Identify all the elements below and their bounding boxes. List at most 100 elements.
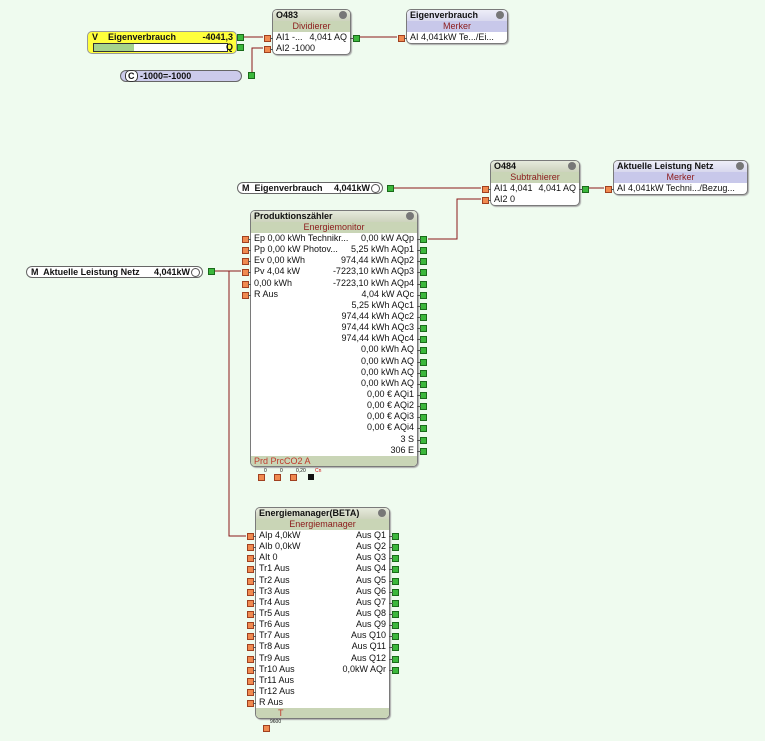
output-pin[interactable] <box>417 302 427 310</box>
info-icon[interactable] <box>371 184 380 193</box>
info-icon[interactable] <box>406 212 414 220</box>
input-pin[interactable] <box>247 610 256 618</box>
output-pin[interactable] <box>389 544 399 552</box>
output-pin[interactable] <box>417 269 427 277</box>
input-pin[interactable] <box>242 247 251 255</box>
input-pin[interactable] <box>398 35 407 42</box>
input-pin[interactable] <box>264 46 273 54</box>
input-pin[interactable] <box>247 544 256 552</box>
input-pin[interactable] <box>482 197 491 205</box>
output-pin[interactable] <box>417 380 427 388</box>
input-pin[interactable] <box>242 258 251 266</box>
output-pin[interactable] <box>389 533 399 540</box>
output-pin[interactable] <box>417 325 427 333</box>
output-pin[interactable] <box>417 258 427 266</box>
input-pin[interactable] <box>242 280 251 288</box>
info-icon[interactable] <box>378 509 386 517</box>
param-pin-active[interactable] <box>308 474 314 480</box>
output-pin[interactable] <box>417 414 427 422</box>
output-pin[interactable] <box>389 566 399 574</box>
output-pin[interactable] <box>417 447 427 455</box>
output-pin[interactable] <box>389 622 399 630</box>
input-pin[interactable] <box>247 655 256 663</box>
input-pin[interactable] <box>247 555 256 563</box>
output-label: Aus Q5 <box>355 574 386 585</box>
output-pin[interactable] <box>389 555 399 563</box>
input-pin[interactable] <box>247 700 256 708</box>
input-pin[interactable] <box>247 644 256 652</box>
output-label: Aus Q12 <box>350 652 386 663</box>
output-pin[interactable] <box>389 633 399 641</box>
info-icon[interactable] <box>191 268 200 277</box>
input-pin[interactable] <box>247 688 256 696</box>
input-pin[interactable] <box>247 622 256 630</box>
input-pin[interactable] <box>247 633 256 641</box>
block-row: AI 4,041kW Techni.../Bezug... <box>605 183 747 194</box>
output-pin[interactable] <box>389 666 399 674</box>
memory-aktuelle-leistung-netz[interactable]: M Aktuelle Leistung Netz 4,041kW <box>26 266 203 278</box>
input-label: Tr6 Aus <box>259 619 290 630</box>
input-pin[interactable] <box>605 186 614 193</box>
virtual-input-eigenverbrauch[interactable]: V Eigenverbrauch -4041,3 Q <box>87 31 237 54</box>
output-pin[interactable] <box>417 236 427 243</box>
input-pin[interactable] <box>247 588 256 596</box>
info-icon[interactable] <box>339 11 347 19</box>
input-pin[interactable] <box>242 269 251 277</box>
output-pin[interactable] <box>389 588 399 596</box>
input-pin[interactable] <box>264 35 273 42</box>
input-pin[interactable] <box>247 577 256 585</box>
input-pin[interactable] <box>242 291 251 299</box>
input-pin[interactable] <box>247 677 256 685</box>
input-pin[interactable] <box>247 666 256 674</box>
output-pin[interactable] <box>417 358 427 366</box>
info-icon[interactable] <box>496 11 504 19</box>
output-pin[interactable] <box>417 313 427 321</box>
output-pin[interactable] <box>417 369 427 377</box>
level-bar[interactable] <box>93 43 228 52</box>
block-title: Eigenverbrauch <box>410 10 479 20</box>
memory-eigenverbrauch[interactable]: M Eigenverbrauch 4,041kW <box>237 182 383 194</box>
output-pin[interactable] <box>417 403 427 411</box>
param-pin[interactable] <box>290 474 297 481</box>
input-pin[interactable] <box>242 236 251 243</box>
param-pin[interactable] <box>263 725 270 732</box>
param-pin[interactable] <box>274 474 281 481</box>
output-pin[interactable] <box>237 44 244 51</box>
output-pin[interactable] <box>417 280 427 288</box>
output-pin[interactable] <box>387 185 394 192</box>
output-pin[interactable] <box>389 599 399 607</box>
param-pin[interactable] <box>258 474 265 481</box>
output-pin[interactable] <box>208 268 215 275</box>
output-pin[interactable] <box>237 34 244 41</box>
output-pin[interactable] <box>417 425 427 433</box>
block-header: Eigenverbrauch <box>407 10 507 21</box>
output-pin[interactable] <box>579 186 589 193</box>
output-pin[interactable] <box>417 336 427 344</box>
output-pin[interactable] <box>417 436 427 444</box>
output-pin[interactable] <box>417 391 427 399</box>
info-icon[interactable] <box>568 162 576 170</box>
output-pin[interactable] <box>389 577 399 585</box>
input-pin[interactable] <box>247 566 256 574</box>
input-pin[interactable] <box>247 599 256 607</box>
input-label: Pv 4,04 kW <box>254 266 301 277</box>
output-pin[interactable] <box>417 347 427 355</box>
output-pin[interactable] <box>389 610 399 618</box>
constant-block[interactable]: C -1000=-1000 <box>120 70 242 82</box>
output-pin[interactable] <box>248 72 255 79</box>
output-pin[interactable] <box>389 655 399 663</box>
footer-label: Prd PrcCO2 <box>254 455 303 466</box>
output-pin[interactable] <box>417 247 427 255</box>
info-icon[interactable] <box>736 162 744 170</box>
input-pin[interactable] <box>482 186 491 193</box>
output-pin[interactable] <box>389 644 399 652</box>
output-pin[interactable] <box>417 291 427 299</box>
input-pin[interactable] <box>247 533 256 540</box>
output-pin[interactable] <box>350 35 360 42</box>
